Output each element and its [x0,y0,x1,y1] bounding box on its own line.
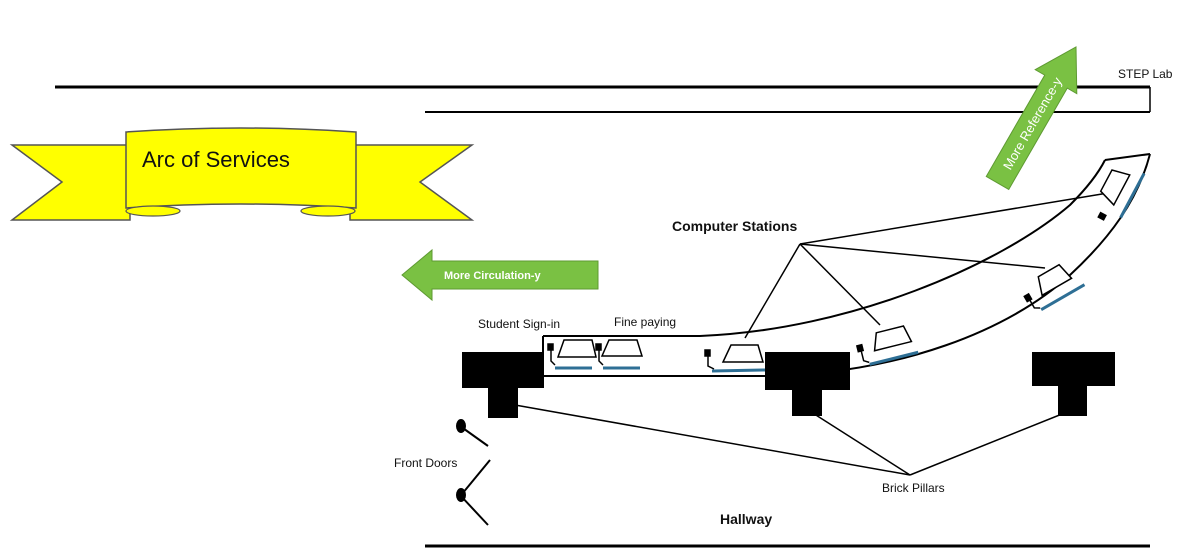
phone-icon [704,349,711,357]
computer-stations-label: Computer Stations [672,218,797,234]
monitor [1099,169,1131,207]
banner-title: Arc of Services [142,147,290,172]
monitor [721,344,765,363]
monitor [600,339,644,357]
step-lab-label: STEP Lab [1118,67,1173,81]
workstation-fine-paying [595,339,644,370]
brick-pillar-middle [765,352,850,416]
phone-icon [595,343,602,351]
computer-station-leaders [744,192,1109,339]
banner-body [125,127,357,209]
workstation-5 [1023,263,1086,312]
banner-left-tail [9,144,131,221]
phone-icon [547,343,554,351]
counter-inner-edge [543,159,1106,337]
monitor [556,339,597,358]
workstation-6 [1097,169,1146,221]
monitor [873,325,913,352]
workstation-4 [855,325,919,366]
circulation-arrow-label: More Circulation-y [444,270,541,282]
circulation-arrow-shape [401,248,599,302]
front-doors-label: Front Doors [394,456,457,470]
fine-paying-label: Fine paying [614,315,676,329]
reference-arrow: More Reference-y [985,46,1078,191]
student-sign-in-label: Student Sign-in [478,317,560,331]
banner-left-curl [125,205,181,217]
banner-right-curl [300,205,356,217]
phone-icon [855,343,865,353]
reference-arrow-shape [985,46,1078,191]
workstation-3 [704,344,766,373]
brick-pillar-right [1032,352,1115,416]
reference-arrow-label: More Reference-y [1000,74,1065,172]
banner-right-tail [349,144,475,221]
brick-pillar-leaders [514,404,1073,476]
workstation-sign-in [547,339,597,370]
arc-of-services-banner: Arc of Services [9,127,475,221]
brick-pillar-left [462,352,544,418]
monitor [1037,263,1073,297]
circulation-arrow: More Circulation-y [401,248,599,302]
counter-top-end [1104,153,1151,161]
brick-pillars-label: Brick Pillars [882,481,945,495]
phone-icon [1097,211,1107,221]
front-doors [456,419,491,526]
hallway-label: Hallway [720,511,772,527]
